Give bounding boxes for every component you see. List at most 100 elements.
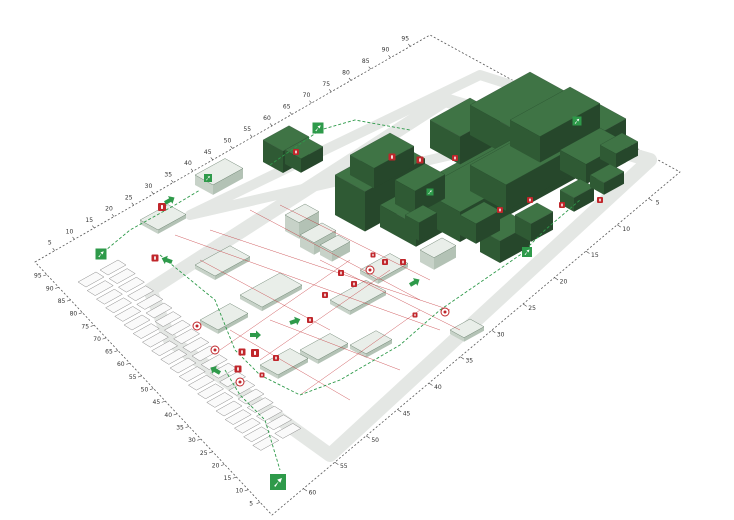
building-face-right [378, 263, 408, 284]
scale-tick [269, 123, 273, 126]
fire-extinguisher-icon [151, 254, 159, 262]
hydrant-core [368, 268, 372, 272]
scale-label: 90 [382, 47, 390, 54]
building-face-right [419, 212, 437, 241]
fire-hydrant-icon [192, 321, 202, 331]
scale-tick [250, 134, 253, 138]
extinguisher-glyph [391, 155, 393, 159]
secondary-building [419, 237, 457, 270]
hydrant-core [195, 324, 199, 328]
fire-extinguisher-icon [273, 355, 279, 361]
scale-tick [232, 476, 237, 479]
building-face-left [560, 190, 574, 212]
pipe-segment [259, 269, 391, 361]
extinguisher-glyph [254, 351, 256, 355]
exit-arrow-glyph [98, 251, 104, 258]
main-building [509, 86, 601, 163]
scale-label: 80 [70, 311, 78, 318]
scale-label: 75 [322, 81, 330, 88]
fire-extinguisher-icon [351, 281, 357, 287]
parking-stall [99, 259, 127, 276]
extinguisher-glyph [454, 156, 456, 160]
parking-stall [219, 371, 247, 388]
evac-route-inner [159, 254, 441, 396]
scale-tick [348, 77, 352, 81]
scale-tick [185, 426, 190, 428]
scale-tick [408, 43, 411, 47]
building-roof [284, 203, 320, 223]
scale-label: 50 [371, 437, 379, 444]
building-face-left [300, 235, 314, 255]
building-roof [349, 330, 393, 354]
scale-label: 85 [362, 58, 370, 65]
building-roof [299, 222, 337, 243]
building-face-left [335, 175, 365, 232]
scale-tick [554, 277, 559, 281]
evacuation-arrow-icon [409, 278, 420, 287]
exit-arrow-glyph [428, 190, 432, 195]
building-face-right [476, 210, 500, 244]
parking-stall [151, 340, 179, 357]
scale-label: 20 [560, 279, 568, 286]
fire-extinguisher-icon [322, 292, 328, 298]
scale-label: 45 [153, 399, 161, 406]
parking-stall [163, 319, 191, 336]
scale-label: 20 [105, 206, 113, 213]
scale-tick [388, 55, 391, 58]
extinguisher-glyph [275, 356, 277, 360]
scale-label: 40 [164, 412, 172, 419]
main-building [349, 132, 415, 189]
scale-label: 35 [465, 358, 473, 365]
building-face-left [195, 265, 215, 280]
fire-extinguisher-icon [497, 207, 503, 213]
building-face-right [158, 214, 186, 234]
secondary-building [194, 245, 251, 280]
hydrant-core [443, 310, 447, 314]
exit-arrow-glyph [274, 478, 282, 487]
fire-extinguisher-icon [382, 259, 388, 265]
fire-hydrant-icon [235, 377, 245, 387]
fire-hydrant-icon [365, 265, 375, 275]
secondary-building [319, 234, 351, 262]
scale-tick [491, 330, 496, 333]
parking-stall [136, 294, 164, 310]
scale-tick [102, 337, 107, 340]
scale-label: 60 [117, 361, 125, 368]
scale-tick [329, 89, 332, 92]
emergency-exit-icon [312, 122, 324, 134]
parking-stall [154, 311, 182, 327]
building-face-left [450, 330, 464, 342]
fire-extinguisher-icon [370, 252, 376, 258]
secondary-building [299, 333, 349, 364]
building-face-left [600, 145, 616, 168]
building-face-left [560, 150, 586, 185]
extinguisher-glyph [309, 318, 311, 322]
building-face-left [395, 180, 415, 215]
building-face-right [213, 168, 243, 195]
parking-stall [86, 280, 114, 296]
extinguisher-glyph [295, 150, 297, 154]
building-roof [199, 303, 249, 331]
exit-arrow-glyph [524, 249, 530, 255]
scale-label: 40 [184, 160, 192, 167]
scale-label: 20 [212, 462, 220, 469]
scale-label: 85 [58, 298, 66, 305]
scale-tick [126, 362, 130, 365]
parking-stall [178, 366, 206, 382]
secondary-building [199, 303, 249, 334]
fire-hydrant-icon [440, 307, 450, 317]
scale-tick [171, 179, 174, 183]
scale-label: 25 [125, 194, 133, 201]
building-roof [262, 125, 310, 152]
fire-extinguisher-icon [158, 203, 166, 211]
scale-label: 60 [309, 490, 317, 497]
scale-tick [585, 250, 590, 254]
evac-route-west [99, 189, 201, 256]
building-roof [404, 204, 438, 223]
pipe-segment [229, 329, 351, 401]
building-face-left [510, 120, 540, 163]
extinguisher-glyph [499, 208, 501, 212]
parking-stall [182, 337, 210, 353]
building-roof [589, 163, 625, 183]
main-building [404, 204, 438, 241]
